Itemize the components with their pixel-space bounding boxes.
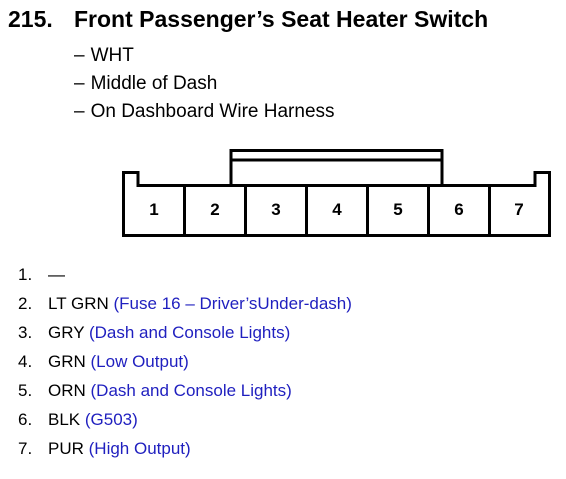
pin-wire: BLK (48, 410, 81, 429)
pin-item: 4. GRN (Low Output) (18, 347, 352, 376)
pin-item: 6. BLK (G503) (18, 405, 352, 434)
pin-description: (Dash and Console Lights) (88, 323, 291, 342)
pin-label-6: 6 (454, 200, 463, 219)
pin-wire: LT GRN (48, 294, 109, 313)
pin-wire: PUR (48, 439, 84, 458)
connector-key-outer (229, 149, 444, 186)
pin-label-7: 7 (514, 200, 523, 219)
connector-diagram: 1 2 3 4 5 6 7 (122, 149, 551, 237)
pin-label-2: 2 (210, 200, 219, 219)
pin-item: 7. PUR (High Output) (18, 434, 352, 463)
pin-description: (Low Output) (90, 352, 189, 371)
detail-location-text: Middle of Dash (90, 73, 218, 94)
page-title: 215. Front Passenger’s Seat Heater Switch (8, 6, 488, 33)
pin-number: 2. (18, 294, 33, 313)
connector-outline (122, 171, 551, 237)
connector-details: –WHT –Middle of Dash –On Dashboard Wire … (74, 42, 335, 126)
pin-wire: — (48, 265, 65, 284)
detail-harness: –On Dashboard Wire Harness (74, 101, 335, 122)
pin-item: 2. LT GRN (Fuse 16 – Driver’sUnder-dash) (18, 289, 352, 318)
pin-number: 7. (18, 439, 33, 458)
pin-number: 6. (18, 410, 33, 429)
detail-color-text: WHT (90, 45, 134, 66)
pin-number: 5. (18, 381, 33, 400)
detail-color: –WHT (74, 45, 134, 66)
pin-number: 3. (18, 323, 33, 342)
pin-wire: GRN (48, 352, 86, 371)
pin-label-5: 5 (393, 200, 402, 219)
pin-item: 1. — (18, 260, 352, 289)
pin-label-3: 3 (271, 200, 280, 219)
pin-label-1: 1 (149, 200, 158, 219)
pin-description: (Fuse 16 – Driver’sUnder-dash) (113, 294, 352, 313)
pin-number: 4. (18, 352, 33, 371)
pin-description: (Dash and Console Lights) (90, 381, 292, 400)
pin-description: (G503) (84, 410, 138, 429)
detail-location: –Middle of Dash (74, 73, 218, 94)
pin-item: 5. ORN (Dash and Console Lights) (18, 376, 352, 405)
pin-wire: ORN (48, 381, 86, 400)
pin-label-4: 4 (332, 200, 342, 219)
title-text: Front Passenger’s Seat Heater Switch (74, 6, 489, 32)
title-number: 215. (8, 6, 53, 32)
detail-harness-text: On Dashboard Wire Harness (90, 101, 335, 122)
pin-description: (High Output) (88, 439, 191, 458)
pin-number: 1. (18, 265, 33, 284)
pin-item: 3. GRY (Dash and Console Lights) (18, 318, 352, 347)
pin-list: 1. — 2. LT GRN (Fuse 16 – Driver’sUnder-da… (18, 260, 352, 463)
pin-wire: GRY (48, 323, 85, 342)
